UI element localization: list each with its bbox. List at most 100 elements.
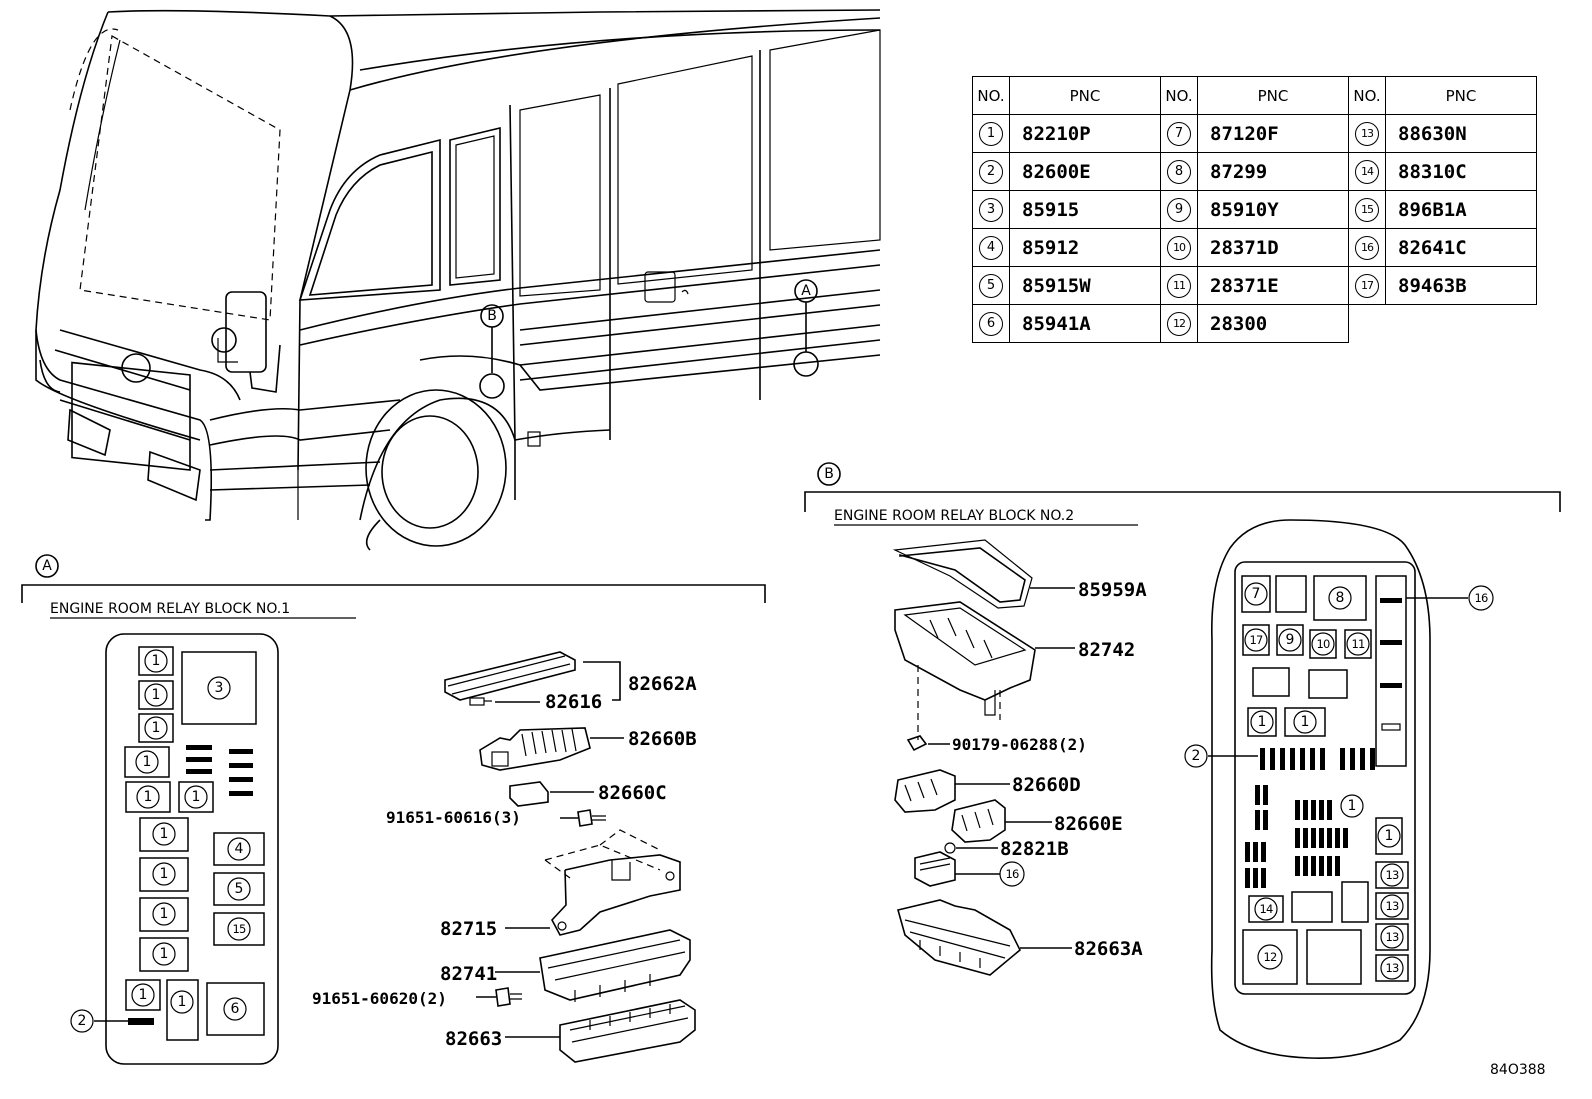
item-number: 7 — [1167, 121, 1191, 146]
cell-pnc: 85915W — [1009, 266, 1161, 305]
cell-no: 12 — [1160, 304, 1198, 343]
cell-no: 6 — [972, 304, 1010, 343]
part-82741: 82741 — [440, 963, 497, 985]
section-a-title: ENGINE ROOM RELAY BLOCK NO.1 — [50, 601, 290, 617]
label-3: 3 — [215, 680, 224, 696]
part-85959A: 85959A — [1078, 579, 1147, 601]
part-number: 85915W — [1022, 274, 1091, 297]
part-number: 85941A — [1022, 312, 1091, 335]
cell-pnc: 82641C — [1385, 228, 1537, 267]
cell-no: 2 — [972, 152, 1010, 191]
part-82660B: 82660B — [628, 728, 697, 750]
svg-text:12: 12 — [1263, 950, 1277, 964]
part-number: 85912 — [1022, 236, 1080, 259]
section-a-marker: A — [42, 558, 52, 574]
part-90179-06288: 90179-06288(2) — [952, 735, 1087, 754]
section-b-marker: B — [824, 466, 834, 482]
exploded-parts-a: 82616 82662A 82660B 82660C 91651-60616(3… — [312, 651, 697, 1063]
svg-text:1: 1 — [152, 720, 161, 736]
label-2: 2 — [78, 1013, 87, 1029]
label-15: 15 — [232, 922, 246, 936]
svg-text:1: 1 — [152, 653, 161, 669]
cell-no: 11 — [1160, 266, 1198, 305]
part-number: 82210P — [1022, 122, 1091, 145]
part-number: 85910Y — [1210, 198, 1279, 221]
header-no: NO. — [972, 76, 1010, 115]
part-82742: 82742 — [1078, 639, 1135, 661]
part-number: 82600E — [1022, 160, 1091, 183]
svg-text:1: 1 — [1258, 714, 1267, 730]
cell-pnc: 28300 — [1197, 304, 1349, 343]
item-number: 6 — [979, 311, 1003, 336]
cell-pnc — [1386, 305, 1537, 343]
part-number: 896B1A — [1398, 198, 1467, 221]
item-number: 8 — [1167, 159, 1191, 184]
svg-text:1: 1 — [1301, 714, 1310, 730]
svg-text:8: 8 — [1336, 590, 1345, 606]
cell-no: 15 — [1348, 190, 1386, 229]
header-pnc: PNC — [1197, 76, 1349, 115]
label-5: 5 — [235, 881, 244, 897]
marker-b-van: B — [487, 308, 497, 324]
item-number: 1 — [979, 121, 1003, 146]
item-number: 9 — [1167, 197, 1191, 222]
svg-text:1: 1 — [139, 987, 148, 1003]
fuse-1-column: 1 1 1 1 1 1 1 1 1 1 1 1 — [124, 646, 214, 1041]
item-number: 14 — [1355, 159, 1379, 184]
cell-pnc: 87299 — [1197, 152, 1349, 191]
svg-text:13: 13 — [1385, 899, 1399, 913]
svg-text:1: 1 — [160, 946, 169, 962]
section-b: B ENGINE ROOM RELAY BLOCK NO.2 85959A 82… — [804, 462, 1561, 1059]
cell-pnc: 85915 — [1009, 190, 1161, 229]
part-number: 88310C — [1398, 160, 1467, 183]
cell-no: 9 — [1160, 190, 1198, 229]
relay-block-2-map: 7 8 17 9 10 11 1 1 1 — [1184, 519, 1494, 1059]
cell-pnc: 85941A — [1009, 304, 1161, 343]
cell-pnc: 82210P — [1009, 114, 1161, 153]
part-number: 89463B — [1398, 274, 1467, 297]
cell-pnc: 82600E — [1009, 152, 1161, 191]
cell-no: 14 — [1348, 152, 1386, 191]
cell-no: 16 — [1348, 228, 1386, 267]
part-82663: 82663 — [445, 1028, 502, 1050]
svg-text:7: 7 — [1252, 586, 1261, 602]
cell-pnc: 28371E — [1197, 266, 1349, 305]
item-number: 5 — [979, 273, 1003, 298]
svg-text:1: 1 — [160, 866, 169, 882]
part-82616: 82616 — [545, 691, 602, 713]
part-number: 28371E — [1210, 274, 1279, 297]
part-number: 82641C — [1398, 236, 1467, 259]
item-number: 12 — [1167, 311, 1191, 336]
section-a: A ENGINE ROOM RELAY BLOCK NO.1 1 1 1 1 1… — [21, 554, 766, 1065]
svg-text:10: 10 — [1316, 637, 1330, 651]
svg-text:1: 1 — [1385, 828, 1394, 844]
part-82663A: 82663A — [1074, 938, 1143, 960]
van-illustration: B A — [35, 9, 881, 551]
cell-no: 17 — [1348, 266, 1386, 305]
part-82660E: 82660E — [1054, 813, 1123, 835]
cell-no: 1 — [972, 114, 1010, 153]
part-82662A: 82662A — [628, 673, 697, 695]
svg-text:13: 13 — [1385, 868, 1399, 882]
part-91651-60620: 91651-60620(2) — [312, 989, 447, 1008]
table-row: 5 85915W 11 28371E 17 89463B — [972, 266, 1537, 305]
part-number: 28371D — [1210, 236, 1279, 259]
cell-no — [1349, 305, 1386, 343]
item-number: 3 — [979, 197, 1003, 222]
label-2: 2 — [1192, 748, 1201, 764]
item-number: 10 — [1167, 235, 1191, 260]
part-82660C: 82660C — [598, 782, 667, 804]
part-91651-60616: 91651-60616(3) — [386, 808, 521, 827]
section-b-title: ENGINE ROOM RELAY BLOCK NO.2 — [834, 508, 1074, 524]
cell-pnc: 87120F — [1197, 114, 1349, 153]
svg-text:11: 11 — [1351, 637, 1365, 651]
part-16-callout: 16 — [1005, 867, 1019, 881]
svg-text:1: 1 — [178, 994, 187, 1010]
header-pnc: PNC — [1009, 76, 1161, 115]
figure-id: 84O388 — [1490, 1062, 1546, 1078]
svg-text:1: 1 — [152, 687, 161, 703]
cell-no: 13 — [1348, 114, 1386, 153]
